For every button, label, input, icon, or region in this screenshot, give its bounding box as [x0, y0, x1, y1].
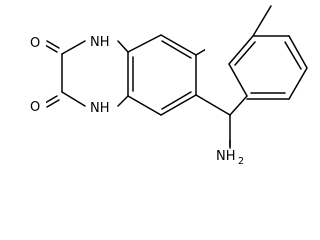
bond-c5-c4a	[127, 95, 162, 116]
oxygen-bottom-label: O	[30, 100, 40, 115]
bond-c6-c5-inner	[161, 91, 192, 110]
nh-top-label: NH	[90, 35, 110, 50]
structure-drawing: O O NH NH NH 2	[28, 0, 311, 167]
bond-c8-c7-inner	[161, 40, 192, 59]
amine-subscript: 2	[238, 156, 244, 167]
bond-c2-o-double	[46, 40, 60, 49]
bond-n1-c8a	[117, 40, 129, 53]
bond-c8-c7	[160, 34, 197, 56]
amine-label: NH	[216, 149, 236, 164]
benzo-ring	[127, 34, 197, 116]
bond-c8a-c8	[127, 34, 162, 53]
bond-ch-ipso	[229, 95, 248, 116]
bond-n4-c4a	[117, 95, 129, 107]
bond-c2-n1	[61, 40, 86, 55]
dione-ring	[44, 40, 129, 108]
molecule-canvas: O O NH NH NH 2	[28, 0, 311, 167]
bond-c2-o	[44, 44, 58, 53]
oxygen-top-label: O	[30, 36, 40, 51]
bond-ipso-ortho1	[228, 63, 248, 97]
bond-c3-o	[44, 95, 58, 104]
bond-c3-o-double	[46, 99, 60, 108]
bond-c3-n4	[61, 91, 86, 107]
tolyl-ring-drawn	[195, 5, 308, 147]
bond-para-meta2	[288, 35, 308, 69]
bond-ortho1-meta1-inner	[234, 41, 256, 66]
bond-ortho1-meta1	[228, 35, 254, 65]
bond-meta2-ortho2	[288, 67, 308, 100]
bond-para-meta2-inner	[284, 41, 302, 70]
o-bottom-mask	[28, 98, 46, 114]
bond-c6-ch	[195, 94, 231, 116]
o-top-mask	[28, 34, 46, 50]
bond-c6-c5	[160, 94, 197, 116]
tolyl-mask	[205, 0, 311, 140]
nh-bottom-label: NH	[90, 101, 110, 116]
bond-para-methyl	[252, 5, 272, 37]
